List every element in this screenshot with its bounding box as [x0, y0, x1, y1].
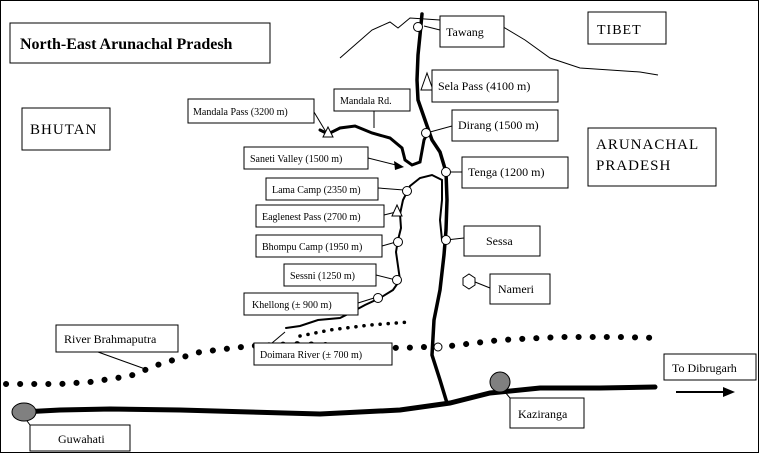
doimara-river-dots: [298, 320, 412, 338]
guwahati-label: Guwahati: [58, 432, 105, 446]
nameri-label: Nameri: [498, 282, 535, 296]
tenga-box: [461, 156, 569, 189]
tibet-label: TIBET: [597, 23, 642, 38]
nameri-hexagon-icon: [462, 273, 476, 290]
map-title: North-East Arunachal Pradesh: [20, 36, 233, 53]
eaglenest-pass-box: [255, 204, 385, 228]
mandala-pass-label: Mandala Pass (3200 m): [193, 107, 288, 118]
river-crossing-marker-icon: [433, 342, 443, 352]
sela-pass-triangle-icon: [420, 71, 434, 91]
kaziranga-label: Kaziranga: [518, 407, 568, 421]
khellong-box: [243, 292, 359, 316]
dibrugarh-box: [663, 353, 757, 381]
sessni-box: [283, 263, 377, 287]
bhompu-camp-marker-icon: [393, 237, 403, 247]
tenga-label: Tenga (1200 m): [468, 165, 544, 179]
mandala-pass-box: [187, 98, 315, 124]
saneti-pointer-head: [394, 161, 404, 170]
sessni-label: Sessni (1250 m): [290, 271, 355, 282]
right-arrow-icon: [723, 387, 735, 397]
title-box: [9, 22, 271, 64]
sessa-label: Sessa: [486, 234, 513, 248]
bhompu-camp-label: Bhompu Camp (1950 m): [262, 242, 362, 253]
brahmaputra-label: River Brahmaputra: [64, 332, 157, 346]
main-highway: [19, 384, 658, 417]
lama-camp-marker-icon: [402, 186, 412, 196]
mandala-pass-triangle-icon: [322, 125, 334, 138]
tawang-label: Tawang: [446, 25, 484, 39]
sessni-marker-icon: [392, 275, 402, 285]
dirang-marker-icon: [421, 128, 431, 138]
saneti-valley-box: [243, 146, 369, 170]
saneti-valley-label: Saneti Valley (1500 m): [250, 154, 342, 165]
sela-pass-label: Sela Pass (4100 m): [438, 79, 530, 93]
nameri-box: [489, 273, 551, 305]
sessa-box: [463, 225, 541, 257]
mandala-road: [318, 124, 430, 167]
arunachal-label-line1: ARUNACHAL: [596, 137, 699, 153]
eaglenest-pass-label: Eaglenest Pass (2700 m): [262, 212, 361, 223]
arunachal-label-line2: PRADESH: [596, 158, 671, 174]
arunachal-box: [587, 127, 717, 187]
guwahati-ellipse-icon: [11, 402, 37, 422]
sela-pass-box: [431, 69, 559, 103]
khellong-marker-icon: [373, 293, 383, 303]
mandala-rd-label: Mandala Rd.: [340, 96, 392, 107]
dirang-label: Dirang (1500 m): [458, 118, 539, 132]
tawang-box: [439, 15, 505, 48]
eaglenest-pass-triangle-icon: [391, 203, 403, 217]
lama-camp-box: [265, 177, 379, 201]
tawang-marker-icon: [413, 22, 423, 32]
khellong-label: Khellong (± 900 m): [252, 300, 332, 311]
brahmaputra-box: [55, 324, 179, 353]
doimara-river-label: Doimara River (± 700 m): [260, 350, 362, 361]
bhutan-label: BHUTAN: [30, 122, 97, 138]
bhompu-camp-box: [255, 234, 383, 258]
lama-camp-label: Lama Camp (2350 m): [272, 185, 361, 196]
tenga-marker-icon: [441, 167, 451, 177]
sessa-marker-icon: [441, 235, 451, 245]
guwahati-box: [29, 424, 131, 452]
bhutan-box: [21, 107, 111, 151]
dibrugarh-label: To Dibrugarh: [672, 361, 737, 375]
tibet-box: [587, 11, 667, 45]
kaziranga-ellipse-icon: [489, 371, 511, 393]
mandala-rd-box: [333, 88, 411, 112]
dirang-box: [451, 109, 559, 142]
kaziranga-box: [509, 397, 585, 429]
doimara-box: [253, 342, 393, 366]
